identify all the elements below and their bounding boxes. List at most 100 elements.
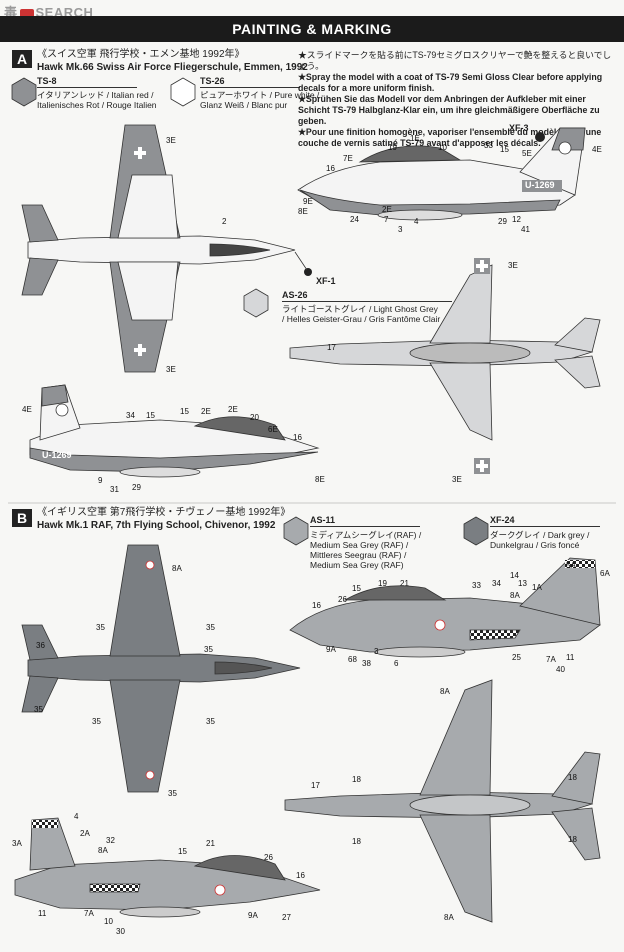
callout-number: 1A: [532, 583, 542, 592]
callout-number: 29: [498, 217, 507, 226]
callout-number: 18: [568, 773, 577, 782]
b-side-right-drawing: [289, 557, 601, 658]
callout-number: 4E: [22, 405, 32, 414]
callout-number: 7E: [343, 154, 353, 163]
callout-number: 15: [500, 145, 509, 154]
callout-number: 7: [384, 215, 389, 224]
callout-number: 13: [518, 579, 527, 588]
callout-number: 35: [206, 623, 215, 632]
paint-ts8-jp: イタリアンレッド / Italian red /: [37, 90, 154, 100]
paint-ts8-code: TS-8: [37, 76, 137, 88]
callout-number: 35: [168, 789, 177, 798]
callout-number: 15: [146, 411, 155, 420]
section-a-title-jp: 《スイス空軍 飛行学校・エメン基地 1992年》: [37, 49, 245, 60]
callout-number: 5E: [522, 149, 532, 158]
callout-number: 21: [206, 839, 215, 848]
callout-number: 3E: [508, 261, 518, 270]
callout-number: 16: [296, 871, 305, 880]
swatch-as11-icon: [283, 516, 309, 546]
paint-as11-code: AS-11: [310, 515, 420, 527]
callout-number: 3E: [166, 365, 176, 374]
callout-number: 2E: [228, 405, 238, 414]
callout-number: 25: [512, 653, 521, 662]
note-line: ★スライドマークを貼る前にTS-79セミグロスクリヤーで艶を整えると良いでしょう…: [298, 50, 612, 71]
swatch-xf24-icon: [463, 516, 489, 546]
callout-number: 2: [222, 217, 227, 226]
callout-number: 35: [92, 717, 101, 726]
section-b-badge: B: [12, 509, 32, 527]
a-serial-right: U-1269: [525, 180, 555, 190]
callout-number: 36: [36, 641, 45, 650]
b-side-left-drawing: [14, 817, 321, 918]
section-b-title-jp: 《イギリス空軍 第7飛行学校・チヴェノー基地 1992年》: [37, 507, 291, 518]
callout-number: 16: [312, 601, 321, 610]
callout-number: 11: [38, 909, 47, 918]
callout-number: 41: [521, 225, 530, 234]
paint-as26-jp: ライトゴーストグレイ / Light Ghost Grey: [282, 304, 438, 314]
callout-number: 29: [132, 483, 141, 492]
callout-number: 9: [98, 476, 103, 485]
callout-number: 3: [398, 225, 403, 234]
callout-number: 14: [510, 571, 519, 580]
swatch-ts26-icon: [170, 77, 196, 107]
swatch-as26-icon: [243, 288, 269, 318]
page-title: PAINTING & MARKING: [232, 21, 392, 37]
callout-number: 30: [116, 927, 125, 936]
callout-number: 7A: [546, 655, 556, 664]
callout-number: 68: [348, 655, 357, 664]
callout-number: 1E: [410, 134, 420, 143]
callout-number: 8A: [440, 687, 450, 696]
paint-ts26-jp: ピュアーホワイト / Pure white /: [200, 90, 320, 100]
a-under-plan-drawing: [289, 258, 601, 474]
callout-number: 8A: [172, 564, 182, 573]
callout-number: 20: [250, 413, 259, 422]
callout-number: 3E: [452, 475, 462, 484]
callout-number: 12: [512, 215, 521, 224]
callout-number: 9A: [248, 911, 258, 920]
callout-number: 5A: [566, 561, 576, 570]
paint-ts26-en: Glanz Weiß / Blanc pur: [200, 100, 288, 110]
callout-number: 16: [293, 433, 302, 442]
paint-as26-code: AS-26: [282, 290, 452, 302]
callout-number: 15: [180, 407, 189, 416]
paint-xf24-code: XF-24: [490, 515, 600, 527]
callout-number: 8E: [298, 207, 308, 216]
callout-number: 15: [178, 847, 187, 856]
callout-number: 6E: [268, 425, 278, 434]
paint-as11-en: Medium Sea Grey (RAF) / Mittleres Seegra…: [310, 540, 409, 570]
callout-number: 11: [566, 653, 575, 662]
callout-number: 35: [204, 645, 213, 654]
callout-number: 27: [282, 913, 291, 922]
callout-number: 7A: [84, 909, 94, 918]
note-line: ★Sprühen Sie das Modell vor dem Anbringe…: [298, 94, 600, 126]
callout-xf1: XF-1: [316, 276, 336, 286]
a-side-right-drawing: [297, 127, 586, 221]
callout-number: 31: [110, 485, 119, 494]
logo-icon: [19, 8, 34, 19]
callout-number: 4E: [592, 145, 602, 154]
callout-number: 2E: [201, 407, 211, 416]
callout-xf3: XF-3: [509, 123, 529, 133]
callout-number: 10: [438, 143, 447, 152]
callout-number: 16: [326, 164, 335, 173]
paint-xf24-jp: ダークグレイ / Dark grey /: [490, 530, 590, 540]
callout-number: 9E: [303, 197, 313, 206]
callout-number: 17: [327, 343, 336, 352]
callout-number: 35: [206, 717, 215, 726]
b-under-plan-drawing: [284, 679, 601, 923]
a-top-plan-drawing: [21, 124, 312, 373]
callout-number: 19: [388, 143, 397, 152]
callout-number: 15: [352, 584, 361, 593]
callout-number: 3A: [12, 839, 22, 848]
callout-number: 35: [34, 705, 43, 714]
section-a-title-en: Hawk Mk.66 Swiss Air Force Fliegerschule…: [37, 62, 308, 73]
callout-number: 38: [362, 659, 371, 668]
callout-number: 8A: [98, 846, 108, 855]
note-line: ★Spray the model with a coat of TS-79 Se…: [298, 72, 603, 93]
section-a-badge: A: [12, 50, 32, 68]
spray-note: ★スライドマークを貼る前にTS-79セミグロスクリヤーで艶を整えると良いでしょう…: [298, 50, 614, 149]
paint-as26-en: / Helles Geister-Grau / Gris Fantôme Cla…: [282, 314, 441, 324]
callout-number: 26: [338, 595, 347, 604]
callout-number: 21: [400, 579, 409, 588]
